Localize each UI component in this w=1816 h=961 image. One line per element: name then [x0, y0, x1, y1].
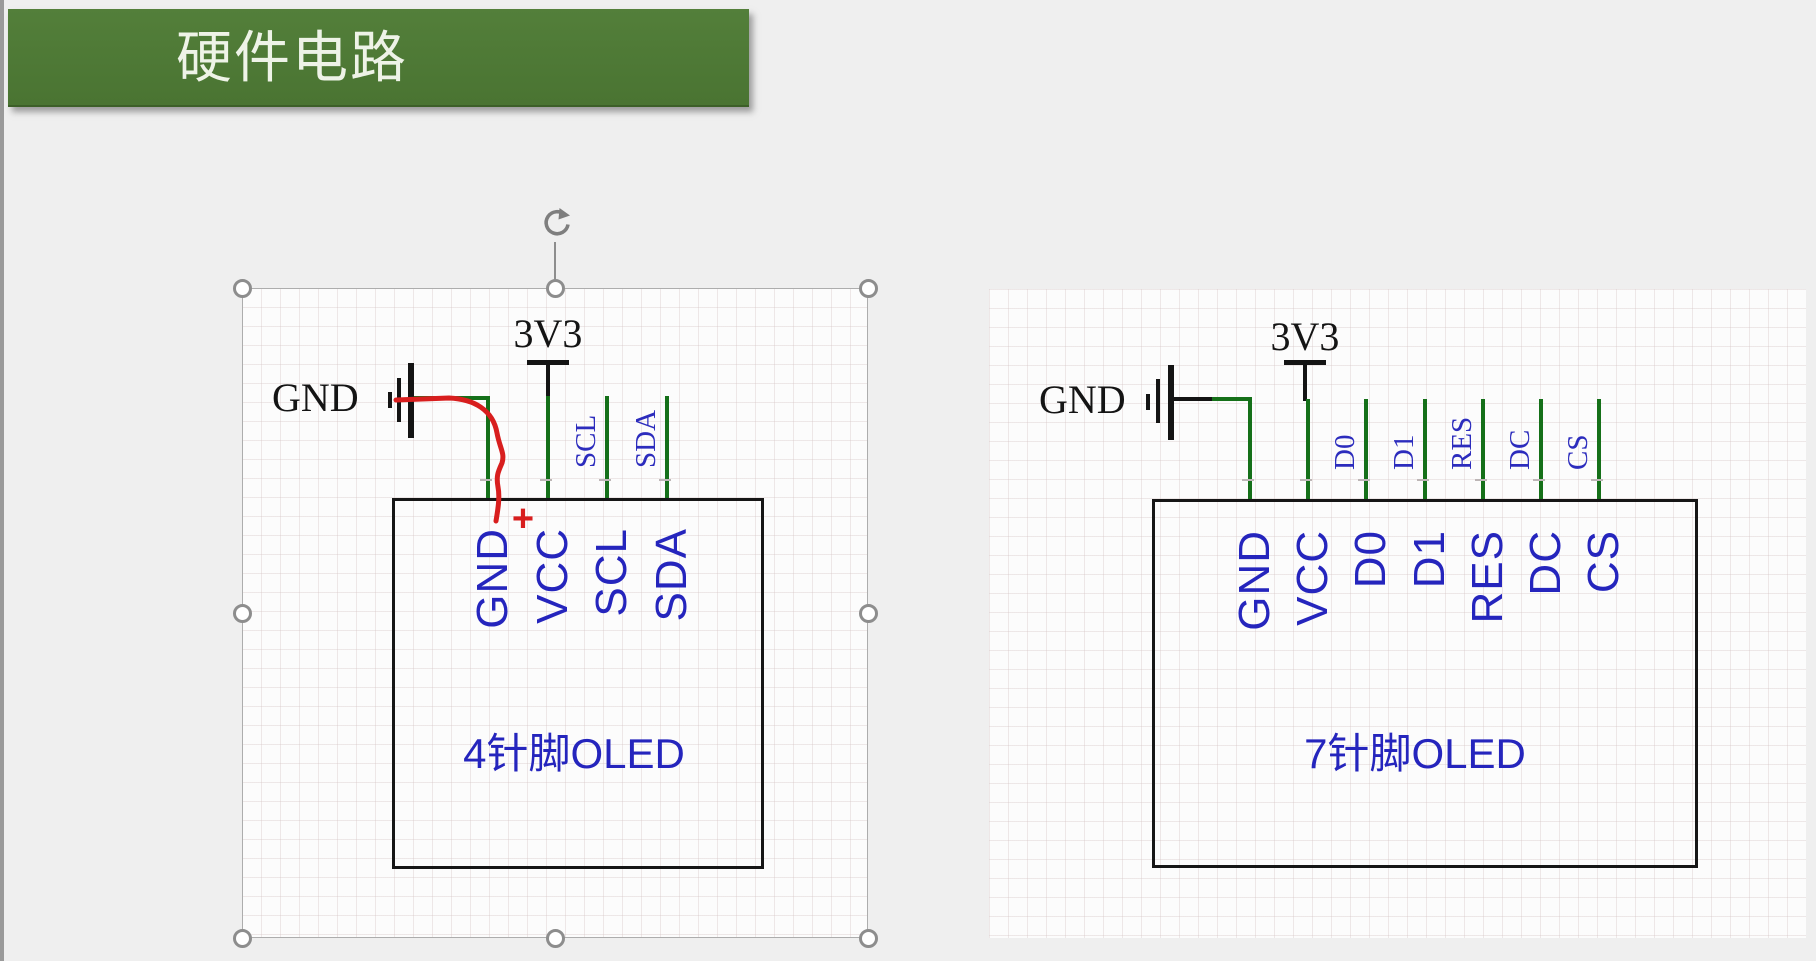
ground-port-label: GND: [272, 375, 359, 420]
selection-handle-nw[interactable]: [233, 279, 252, 298]
gnd-wire: [1212, 397, 1252, 401]
diagram-4pin-oled[interactable]: GND 3V3 4针脚OLED +: [233, 208, 878, 948]
gnd-wire: [414, 396, 490, 400]
selection-handle-se[interactable]: [859, 929, 878, 948]
chip-body-7pin: [1152, 499, 1698, 868]
window-edge: [0, 0, 4, 961]
chip-label: 4针脚OLED: [463, 730, 685, 777]
pin-hotspot: [1242, 479, 1254, 481]
pin-net-label-sda: SDA: [630, 409, 662, 468]
pin-name-label-gnd: GND: [468, 528, 517, 629]
chip-label: 7针脚OLED: [1304, 730, 1526, 777]
pin-wire-vcc: [1306, 399, 1310, 499]
pin-name-label-vcc: VCC: [1288, 530, 1337, 626]
power-rail-symbol: [1284, 360, 1326, 365]
pin-name-label-d1: D1: [1405, 530, 1454, 589]
rotate-stem: [554, 242, 556, 288]
pin-wire-scl: [605, 396, 609, 498]
rotate-handle-icon[interactable]: [538, 206, 574, 242]
power-wire: [1303, 365, 1307, 401]
pin-name-label-cs: CS: [1579, 530, 1628, 594]
pin-wire-gnd: [1248, 399, 1252, 499]
selection-handle-s[interactable]: [546, 929, 565, 948]
gnd-wire-black: [1174, 397, 1212, 401]
pin-hotspot: [1475, 479, 1487, 481]
pin-hotspot: [1591, 479, 1603, 481]
pin-wire-res: [1481, 399, 1485, 499]
selection-handle-sw[interactable]: [233, 929, 252, 948]
pin-wire-gnd: [486, 396, 490, 498]
pin-name-label-gnd: GND: [1230, 530, 1279, 631]
pin-hotspot: [599, 479, 611, 481]
title-banner[interactable]: 硬件电路: [8, 9, 749, 107]
pin-net-label-dc: DC: [1504, 429, 1536, 470]
pin-hotspot: [540, 479, 552, 481]
selection-handle-e[interactable]: [859, 604, 878, 623]
pin-name-label-dc: DC: [1521, 530, 1570, 596]
pin-wire-sda: [665, 396, 669, 498]
pin-hotspot: [1358, 479, 1370, 481]
pin-hotspot: [480, 479, 492, 481]
pin-name-label-vcc: VCC: [528, 528, 577, 624]
pin-net-label-res: RES: [1446, 416, 1478, 470]
pin-wire-d0: [1364, 399, 1368, 499]
slide-title: 硬件电路: [176, 26, 408, 89]
pin-name-label-scl: SCL: [587, 528, 636, 617]
power-port-label: 3V3: [1270, 314, 1340, 359]
power-wire: [546, 365, 550, 398]
power-rail-symbol: [527, 360, 569, 365]
selection-handle-w[interactable]: [233, 604, 252, 623]
pin-wire-d1: [1423, 399, 1427, 499]
pin-hotspot: [1417, 479, 1429, 481]
power-port-label: 3V3: [513, 311, 583, 356]
pin-hotspot: [1300, 479, 1312, 481]
pin-wire-vcc: [546, 396, 550, 498]
pin-name-label-sda: SDA: [647, 528, 696, 622]
pin-name-label-res: RES: [1463, 530, 1512, 624]
chip-body-4pin: [392, 498, 764, 869]
pin-wire-cs: [1597, 399, 1601, 499]
pin-net-label-d0: D0: [1329, 434, 1361, 470]
selection-handle-ne[interactable]: [859, 279, 878, 298]
pin-name-label-d0: D0: [1346, 530, 1395, 589]
pin-wire-dc: [1539, 399, 1543, 499]
pin-hotspot: [659, 479, 671, 481]
annotation-plus: +: [511, 498, 535, 540]
pin-net-label-d1: D1: [1388, 434, 1420, 470]
selection-handle-n[interactable]: [546, 279, 565, 298]
ground-port-label: GND: [1039, 377, 1126, 422]
pin-hotspot: [1533, 479, 1545, 481]
pin-net-label-scl: SCL: [570, 414, 602, 468]
pin-net-label-cs: CS: [1562, 434, 1594, 470]
